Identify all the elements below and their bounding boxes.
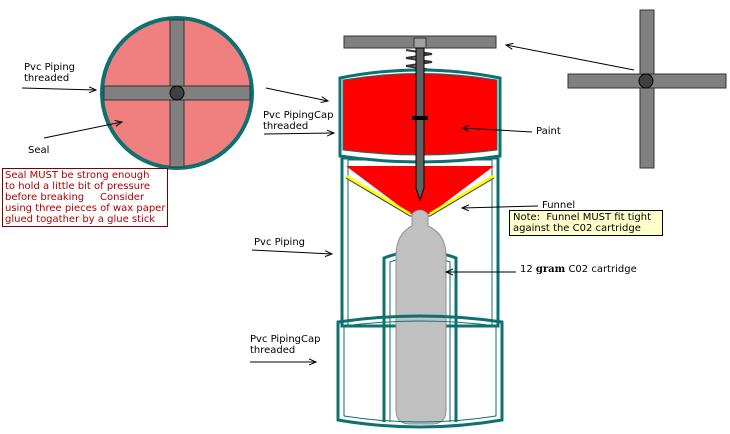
bottom-cap: [336, 314, 504, 429]
label-pvc-piping-threaded: Pvc Piping threaded: [24, 62, 76, 84]
seal-disc: [100, 16, 254, 170]
label-pvc-piping-cap-top: Pvc PipingCap threaded: [263, 110, 334, 132]
cartridge-gram: gram: [535, 264, 566, 275]
funnel-note: Note: Funnel MUST fit tight against the …: [509, 210, 663, 236]
label-pvc-piping-cap-bottom: Pvc PipingCap threaded: [250, 334, 321, 356]
label-pvc-piping: Pvc Piping: [254, 237, 306, 248]
label-co2-cartridge: 12 gram C02 cartridge: [520, 264, 637, 275]
cross-handle: [567, 9, 727, 169]
cartridge-prefix: 12: [520, 264, 533, 275]
seal-note: Seal MUST be strong enough to hold a lit…: [2, 168, 168, 227]
label-paint: Paint: [536, 126, 561, 137]
label-seal: Seal: [28, 145, 50, 156]
annotation-arrows: [21, 45, 635, 362]
cartridge-suffix: C02 cartridge: [568, 264, 637, 275]
plunger-rod: [412, 47, 428, 202]
label-funnel: Funnel: [542, 200, 576, 211]
